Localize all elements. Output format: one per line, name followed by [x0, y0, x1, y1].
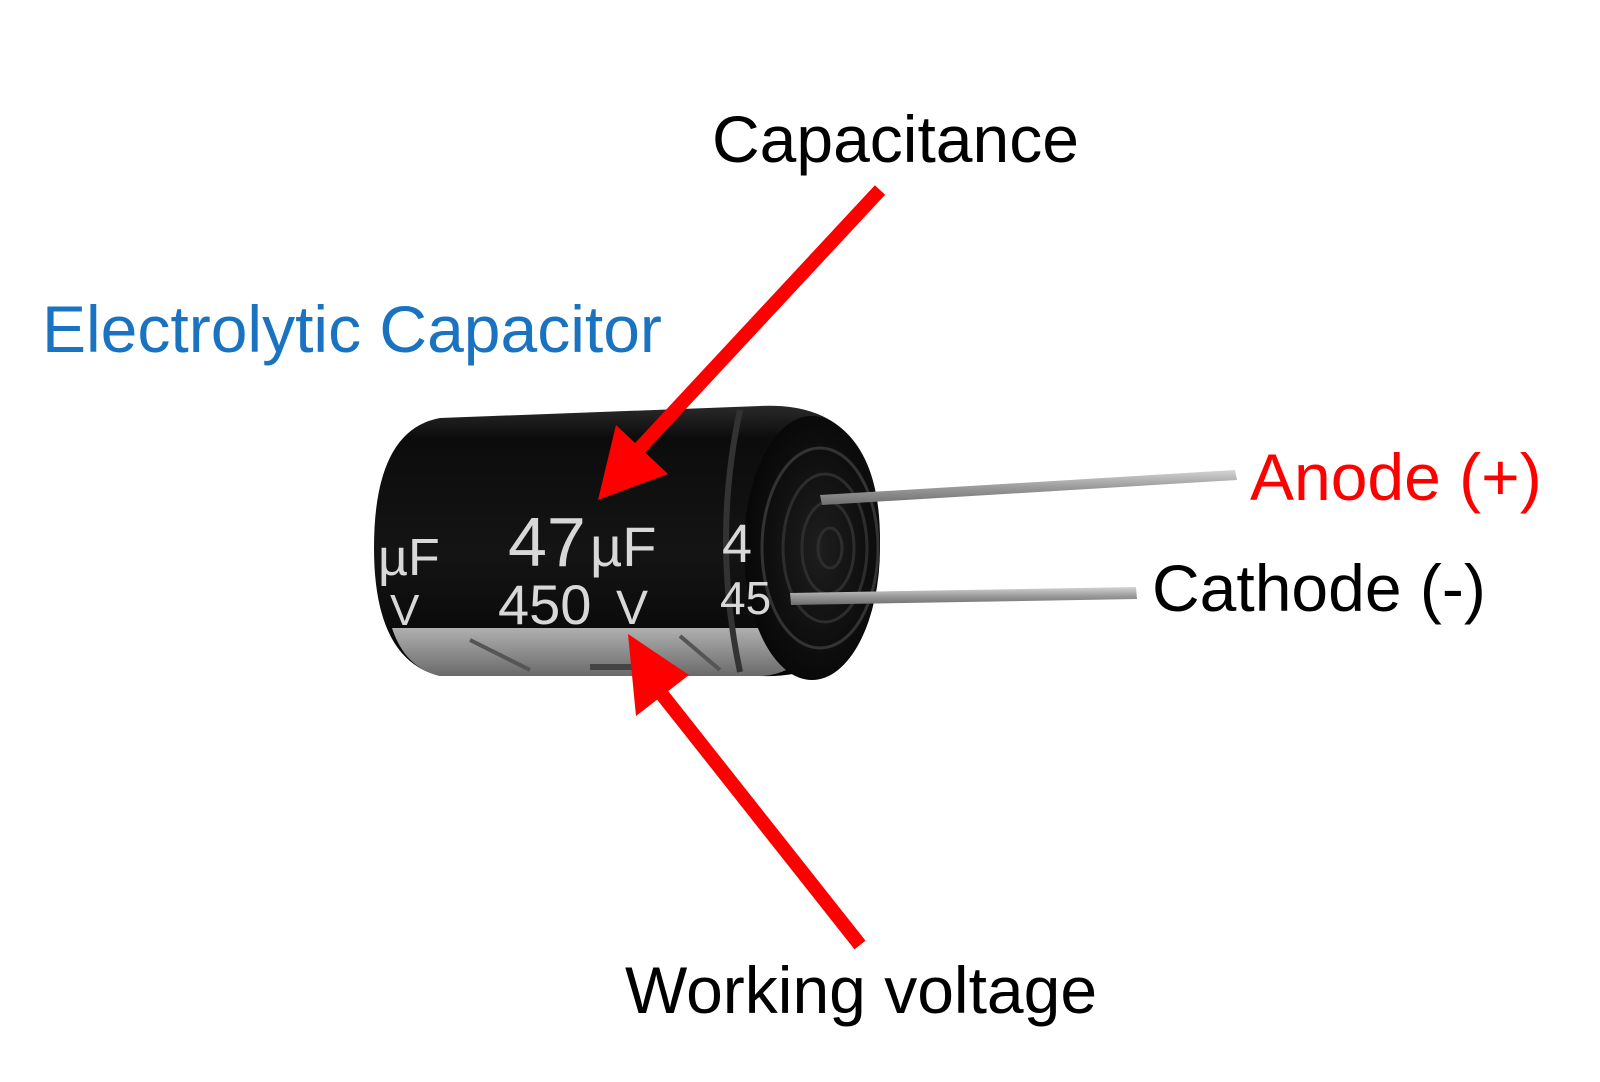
cathode-label: Cathode (-): [1152, 551, 1486, 625]
sleeve-stripe: [392, 628, 800, 676]
anode-label: Anode (+): [1250, 440, 1542, 514]
marking-left-unit-bottom: V: [390, 586, 420, 635]
capacitance-label: Capacitance: [712, 102, 1079, 176]
marking-right-edge-bottom: 45: [720, 572, 771, 624]
working-voltage-arrow: [628, 634, 866, 950]
anode-lead: [820, 470, 1237, 505]
marking-left-unit-top: µF: [378, 529, 440, 587]
marking-voltage-unit: V: [616, 582, 648, 635]
capacitance-arrow: [598, 185, 886, 500]
marking-voltage-value: 450: [498, 573, 591, 636]
marking-right-edge-top: 4: [722, 514, 752, 574]
working-voltage-label: Working voltage: [625, 953, 1098, 1027]
marking-capacitance-unit: µF: [590, 515, 656, 578]
marking-capacitance-value: 47: [508, 503, 586, 581]
diagram-title: Electrolytic Capacitor: [42, 292, 662, 366]
capacitor-end-face: [744, 416, 880, 680]
cathode-lead: [790, 587, 1137, 605]
